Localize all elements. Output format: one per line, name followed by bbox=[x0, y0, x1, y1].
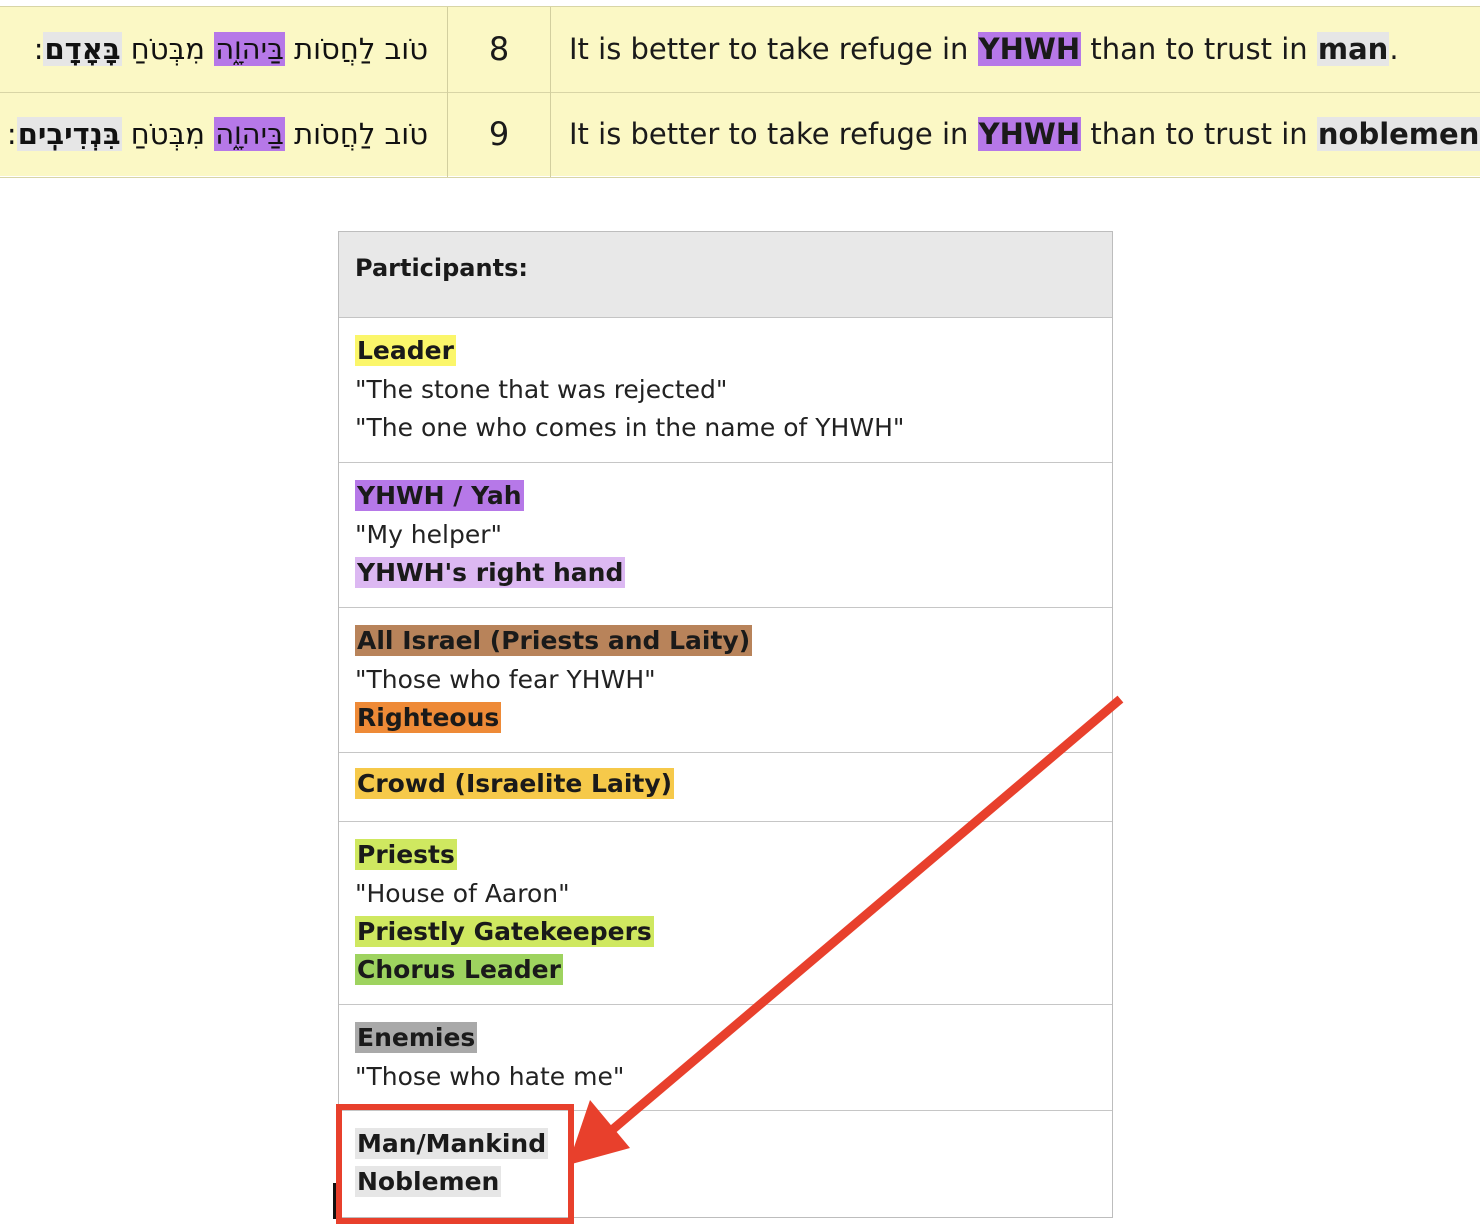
english-man-highlight: man bbox=[1316, 32, 1390, 66]
participant-line: Priestly Gatekeepers bbox=[355, 916, 654, 947]
participants-title: Participants: bbox=[339, 232, 1112, 318]
participant-quote: "House of Aaron" bbox=[355, 879, 570, 908]
participant-line: YHWH's right hand bbox=[355, 557, 626, 588]
participant-line: Noblemen bbox=[355, 1166, 502, 1197]
hebrew-text: טֹוב לַחֲסֹות בַּיהוָ֑ה מִבְּטֹחַ בִּנְד… bbox=[7, 92, 428, 177]
english-segment: man bbox=[1317, 32, 1389, 66]
verse-table: טֹוב לַחֲסֹות בַּיהוָ֑ה מִבְּטֹחַ בָּאָד… bbox=[0, 6, 1480, 178]
participant-line: YHWH / Yah bbox=[355, 480, 524, 511]
participant-tag: YHWH / Yah bbox=[355, 480, 524, 511]
participant-tag: Righteous bbox=[355, 702, 502, 733]
participant-line: Leader bbox=[355, 335, 456, 366]
verse-number: 8 bbox=[488, 30, 510, 68]
participant-quote: "The stone that was rejected" bbox=[355, 375, 728, 404]
verse-number: 9 bbox=[488, 115, 510, 153]
column-divider bbox=[550, 92, 551, 177]
english-segment: than to trust in bbox=[1081, 32, 1317, 66]
english-segment: It is better to take refuge in bbox=[569, 117, 978, 151]
participant-group-enemies: Enemies "Those who hate me" bbox=[339, 1005, 1112, 1111]
participant-group-priests: Priests "House of Aaron" Priestly Gateke… bbox=[339, 822, 1112, 1005]
participant-tag: Enemies bbox=[355, 1022, 478, 1053]
participant-line: Man/Mankind bbox=[355, 1128, 549, 1159]
hebrew-word: טֹוב לַחֲסֹות bbox=[294, 117, 428, 151]
english-segment: YHWH bbox=[978, 32, 1081, 66]
english-segment: It is better to take refuge in bbox=[569, 32, 978, 66]
participant-line: Priests bbox=[355, 839, 457, 870]
participant-line: Crowd (Israelite Laity) bbox=[355, 768, 675, 799]
participant-quote: "Those who hate me" bbox=[355, 1062, 625, 1091]
column-divider bbox=[447, 92, 448, 177]
hebrew-word: בִּנְדִיבִֽים bbox=[17, 117, 121, 151]
participant-quote: "My helper" bbox=[355, 520, 503, 549]
participant-tag: Priestly Gatekeepers bbox=[355, 916, 654, 947]
participant-quote: "The one who comes in the name of YHWH" bbox=[355, 413, 905, 442]
hebrew-punct: : bbox=[33, 32, 44, 66]
english-segment: than to trust in bbox=[1081, 117, 1317, 151]
english-text: It is better to take refuge in YHWH than… bbox=[569, 92, 1480, 177]
column-divider bbox=[447, 7, 448, 92]
english-text: It is better to take refuge in YHWH than… bbox=[569, 7, 1399, 92]
participant-tag: Leader bbox=[355, 335, 456, 366]
participant-tag: Crowd (Israelite Laity) bbox=[355, 768, 675, 799]
participant-tag: Priests bbox=[355, 839, 457, 870]
english-segment: YHWH bbox=[978, 117, 1081, 151]
participant-line: Chorus Leader bbox=[355, 954, 563, 985]
hebrew-noblemen-highlight: בִּנְדִיבִֽים bbox=[16, 117, 122, 151]
participants-panel: Participants: Leader "The stone that was… bbox=[338, 231, 1113, 1218]
hebrew-yhwh-highlight: בַּיהוָ֑ה bbox=[214, 117, 285, 151]
participant-group-all-israel: All Israel (Priests and Laity) "Those wh… bbox=[339, 608, 1112, 753]
participant-tag: Noblemen bbox=[355, 1166, 502, 1197]
participant-tag: YHWH's right hand bbox=[355, 557, 626, 588]
hebrew-word: מִבְּטֹחַ bbox=[130, 32, 205, 66]
english-yhwh-highlight: YHWH bbox=[977, 117, 1082, 151]
text-cursor bbox=[333, 1183, 336, 1219]
participant-group-yhwh: YHWH / Yah "My helper" YHWH's right hand bbox=[339, 463, 1112, 608]
hebrew-text: טֹוב לַחֲסֹות בַּיהוָ֑ה מִבְּטֹחַ בָּאָד… bbox=[34, 7, 428, 92]
participant-tag: Man/Mankind bbox=[355, 1128, 549, 1159]
participant-line: Righteous bbox=[355, 702, 502, 733]
hebrew-word: טֹוב לַחֲסֹות bbox=[294, 32, 428, 66]
english-segment: . bbox=[1389, 32, 1399, 66]
participant-quote: "Those who fear YHWH" bbox=[355, 665, 656, 694]
participant-group-leader: Leader "The stone that was rejected" "Th… bbox=[339, 318, 1112, 463]
hebrew-word: בָּאָדָֽם bbox=[44, 32, 121, 66]
verse-row: טֹוב לַחֲסֹות בַּיהוָ֑ה מִבְּטֹחַ בִּנְד… bbox=[0, 92, 1480, 178]
participant-group-crowd: Crowd (Israelite Laity) bbox=[339, 753, 1112, 822]
participant-group-mankind: Man/Mankind Noblemen bbox=[339, 1111, 1112, 1216]
participant-tag: All Israel (Priests and Laity) bbox=[355, 625, 753, 656]
participant-tag: Chorus Leader bbox=[355, 954, 563, 985]
english-noblemen-highlight: noblemen bbox=[1316, 117, 1480, 151]
participant-line: Enemies bbox=[355, 1022, 478, 1053]
hebrew-yhwh-highlight: בַּיהוָ֑ה bbox=[214, 32, 285, 66]
english-segment: noblemen bbox=[1317, 117, 1480, 151]
participant-line: All Israel (Priests and Laity) bbox=[355, 625, 753, 656]
english-yhwh-highlight: YHWH bbox=[977, 32, 1082, 66]
hebrew-punct: : bbox=[6, 117, 17, 151]
hebrew-word: מִבְּטֹחַ bbox=[130, 117, 205, 151]
column-divider bbox=[550, 7, 551, 92]
verse-row: טֹוב לַחֲסֹות בַּיהוָ֑ה מִבְּטֹחַ בָּאָד… bbox=[0, 6, 1480, 93]
callout-box bbox=[336, 1104, 574, 1224]
hebrew-man-highlight: בָּאָדָֽם bbox=[43, 32, 122, 66]
